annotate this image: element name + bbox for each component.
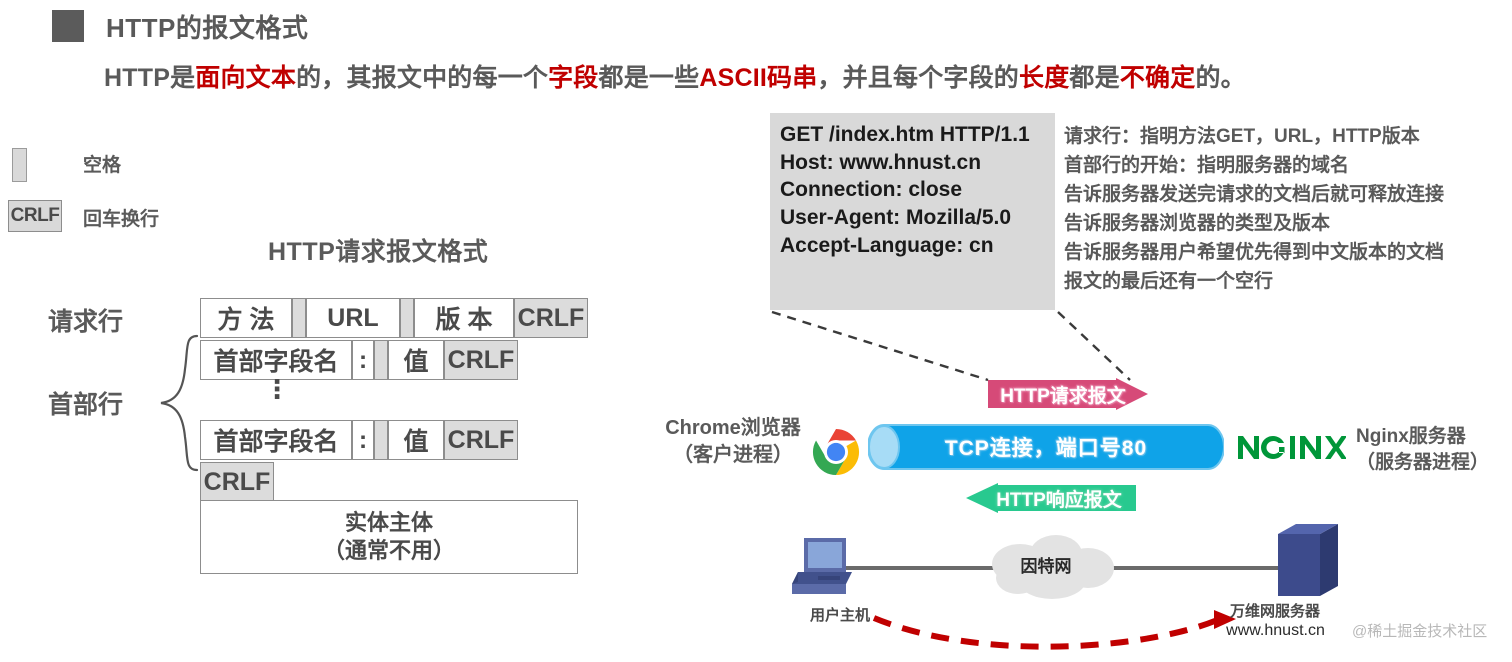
web-server-label: 万维网服务器: [1229, 603, 1320, 620]
label-request-line: 请求行: [48, 308, 124, 336]
nginx-logo-icon: [1238, 436, 1346, 459]
label-header-lines: 首部行: [48, 391, 124, 419]
request-line-cell-1: [292, 298, 306, 338]
title-bullet-square: [52, 10, 84, 42]
chrome-logo-icon: [812, 428, 860, 476]
subtitle-segment-0: HTTP是: [104, 64, 196, 92]
nginx-label-line1: Nginx服务器: [1356, 426, 1466, 447]
request-line-cell-5: CRLF: [514, 298, 588, 338]
http-request-arrow-banner: [988, 378, 1148, 410]
subtitle-segment-9: 不确定: [1119, 64, 1196, 92]
subtitle-segment-8: 都是: [1069, 64, 1120, 92]
header-line-first-cell-3: 值: [388, 340, 444, 380]
annotation-line-1: 首部行的开始：指明服务器的域名: [1064, 155, 1350, 177]
entity-body-line1: 实体主体: [344, 509, 433, 535]
chrome-label-line2: （客户进程）: [673, 444, 793, 466]
internet-cloud-label: 因特网: [1020, 557, 1072, 576]
http-message-line-3: User-Agent: Mozilla/5.0: [780, 206, 1012, 230]
subtitle-segment-3: 字段: [548, 64, 599, 92]
user-host-label: 用户主机: [809, 607, 870, 624]
header-line-last-cell-3: 值: [388, 420, 444, 460]
header-line-first-cell-1: :: [352, 340, 374, 380]
request-format-title: HTTP请求报文格式: [268, 238, 489, 266]
page-title: HTTP的报文格式: [106, 13, 309, 43]
legend-space-swatch: [12, 148, 27, 182]
subtitle-segment-2: 的，其报文中的每一个: [296, 64, 549, 92]
network-topology-diagram: [792, 524, 1338, 650]
tcp-connection-pipe: [868, 424, 1224, 470]
blank-line-crlf-row: CRLF: [200, 462, 274, 502]
subtitle-text: HTTP是面向文本的，其报文中的每一个字段都是一些ASCII码串，并且每个字段的…: [104, 58, 1246, 94]
request-line-cell-2: URL: [306, 298, 400, 338]
http-message-line-0: GET /index.htm HTTP/1.1: [780, 123, 1030, 146]
chrome-browser-label: Chrome浏览器 （客户进程）: [658, 415, 808, 469]
dashed-connector-lines: [771, 310, 1131, 382]
legend-crlf-swatch: CRLF: [8, 200, 62, 232]
annotation-line-0: 请求行：指明方法GET，URL，HTTP版本: [1064, 126, 1420, 147]
http-message-line-2: Connection: close: [780, 178, 963, 202]
legend-space-label: 空格: [83, 155, 122, 176]
watermark: @稀土掘金技术社区: [1352, 623, 1488, 640]
user-host-icon: [792, 538, 852, 594]
chrome-label-line1: Chrome浏览器: [665, 417, 801, 439]
annotation-line-5: 报文的最后还有一个空行: [1064, 271, 1274, 293]
legend-crlf-label: 回车换行: [83, 209, 160, 230]
subtitle-segment-7: 长度: [1019, 64, 1070, 92]
web-server-icon: [1278, 524, 1338, 596]
entity-body-box: 实体主体 （通常不用）: [200, 500, 578, 574]
header-lines-brace: [160, 334, 199, 472]
blank-crlf-cell: CRLF: [200, 462, 274, 502]
internet-cloud-icon: [992, 535, 1114, 599]
header-line-last-cell-2: [374, 420, 388, 460]
entity-body-line2: （通常不用）: [322, 538, 455, 563]
header-line-last-cell-1: :: [352, 420, 374, 460]
subtitle-segment-4: 都是一些: [598, 64, 700, 92]
subtitle-segment-6: ，并且每个字段的: [817, 64, 1020, 92]
nginx-label-line2: （服务器进程）: [1356, 451, 1490, 473]
subtitle-segment-10: 的。: [1195, 64, 1246, 92]
header-line-last-cell-4: CRLF: [444, 420, 518, 460]
request-line-cell-0: 方 法: [200, 298, 292, 338]
web-server-url: www.hnust.cn: [1226, 622, 1325, 639]
subtitle-segment-5: ASCII码串: [699, 64, 818, 92]
header-line-first-cell-0: 首部字段名: [200, 340, 352, 380]
http-message-line-1: Host: www.hnust.cn: [780, 150, 982, 174]
annotation-line-3: 告诉服务器浏览器的类型及版本: [1064, 213, 1331, 235]
request-line-cell-3: [400, 298, 414, 338]
http-response-arrow-banner: [966, 483, 1136, 513]
annotation-list: 请求行：指明方法GET，URL，HTTP版本首部行的开始：指明服务器的域名告诉服…: [1064, 122, 1512, 296]
header-line-first-cell-2: [374, 340, 388, 380]
header-line-first-cell-4: CRLF: [444, 340, 518, 380]
request-line-cell-4: 版 本: [414, 298, 514, 338]
nginx-server-label: Nginx服务器 （服务器进程）: [1356, 424, 1506, 475]
http-message-line-4: Accept-Language: cn: [780, 233, 994, 257]
subtitle-segment-1: 面向文本: [195, 64, 297, 92]
annotation-line-4: 告诉服务器用户希望优先得到中文版本的文档: [1064, 242, 1445, 264]
header-line-last-cell-0: 首部字段名: [200, 420, 352, 460]
annotation-line-2: 告诉服务器发送完请求的文档后就可释放连接: [1064, 184, 1445, 206]
vertical-ellipsis: ⋮: [264, 374, 290, 404]
